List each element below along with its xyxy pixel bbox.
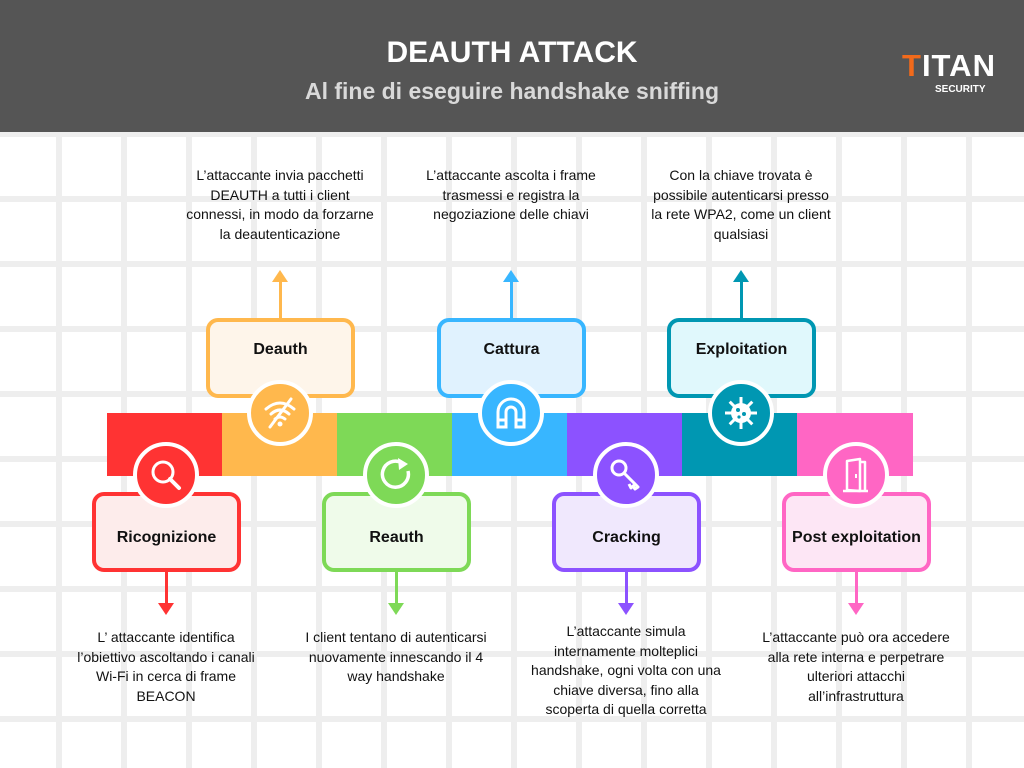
step-description: L’ attaccante identifica l’obiettivo asc… (77, 629, 255, 704)
arrow-down-icon (625, 572, 628, 606)
step-description: I client tentano di autenticarsi nuovame… (305, 629, 487, 684)
arrow-down-icon (165, 572, 168, 606)
arrow-down-icon (855, 572, 858, 606)
arrowhead-down-icon (848, 603, 864, 615)
wifi-off-icon (264, 397, 296, 429)
step-description: L’attaccante può ora accedere alla rete … (762, 629, 950, 704)
magnet-icon (496, 397, 526, 429)
arrowhead-up-icon (733, 270, 749, 282)
arrowhead-down-icon (618, 603, 634, 615)
magnifier-icon (151, 460, 181, 490)
step-description: L’attaccante invia pacchetti DEAUTH a tu… (186, 167, 374, 242)
arrow-up-icon (510, 280, 513, 318)
step-box: Exploitation (667, 318, 816, 398)
virus-icon (725, 397, 757, 429)
step-icon-circle (247, 380, 313, 446)
step-description: Con la chiave trovata è possibile autent… (651, 167, 831, 242)
logo-sub-text: SECURITY (935, 84, 986, 95)
step-description: L’attaccante simula internamente moltepl… (531, 623, 721, 717)
arrowhead-down-icon (388, 603, 404, 615)
arrow-up-icon (740, 280, 743, 318)
arrow-down-icon (395, 572, 398, 606)
logo-main-text: TITAN (902, 50, 996, 82)
step-icon-circle (363, 442, 429, 508)
step-label: Reauth (369, 529, 424, 546)
header: DEAUTH ATTACK Al fine di eseguire handsh… (0, 0, 1024, 132)
step-label: Post exploitation (792, 529, 921, 546)
page-title: DEAUTH ATTACK (386, 36, 638, 69)
step-label: Exploitation (695, 341, 788, 358)
step-icon-circle (478, 380, 544, 446)
step-label: Cracking (592, 529, 661, 546)
step-label: Deauth (253, 341, 308, 358)
arrowhead-down-icon (158, 603, 174, 615)
step-description: L’attaccante ascolta i frame trasmessi e… (426, 167, 596, 222)
step-label: Cattura (483, 341, 540, 358)
arrowhead-up-icon (272, 270, 288, 282)
step-label: Ricognizione (116, 529, 217, 546)
logo-rest: ITAN (921, 48, 996, 83)
step-icon-circle (133, 442, 199, 508)
step-icon-circle (593, 442, 659, 508)
logo-initial: T (902, 48, 922, 83)
step-icon-circle (708, 380, 774, 446)
arrowhead-up-icon (503, 270, 519, 282)
door-icon (843, 457, 868, 493)
titan-logo: TITAN SECURITY (902, 50, 1018, 100)
step-icon-circle (823, 442, 889, 508)
key-icon (610, 459, 640, 491)
refresh-icon (380, 458, 411, 489)
page-subtitle: Al fine di eseguire handshake sniffing (304, 78, 720, 104)
step-box: Post exploitation (782, 492, 931, 572)
arrow-up-icon (279, 280, 282, 318)
